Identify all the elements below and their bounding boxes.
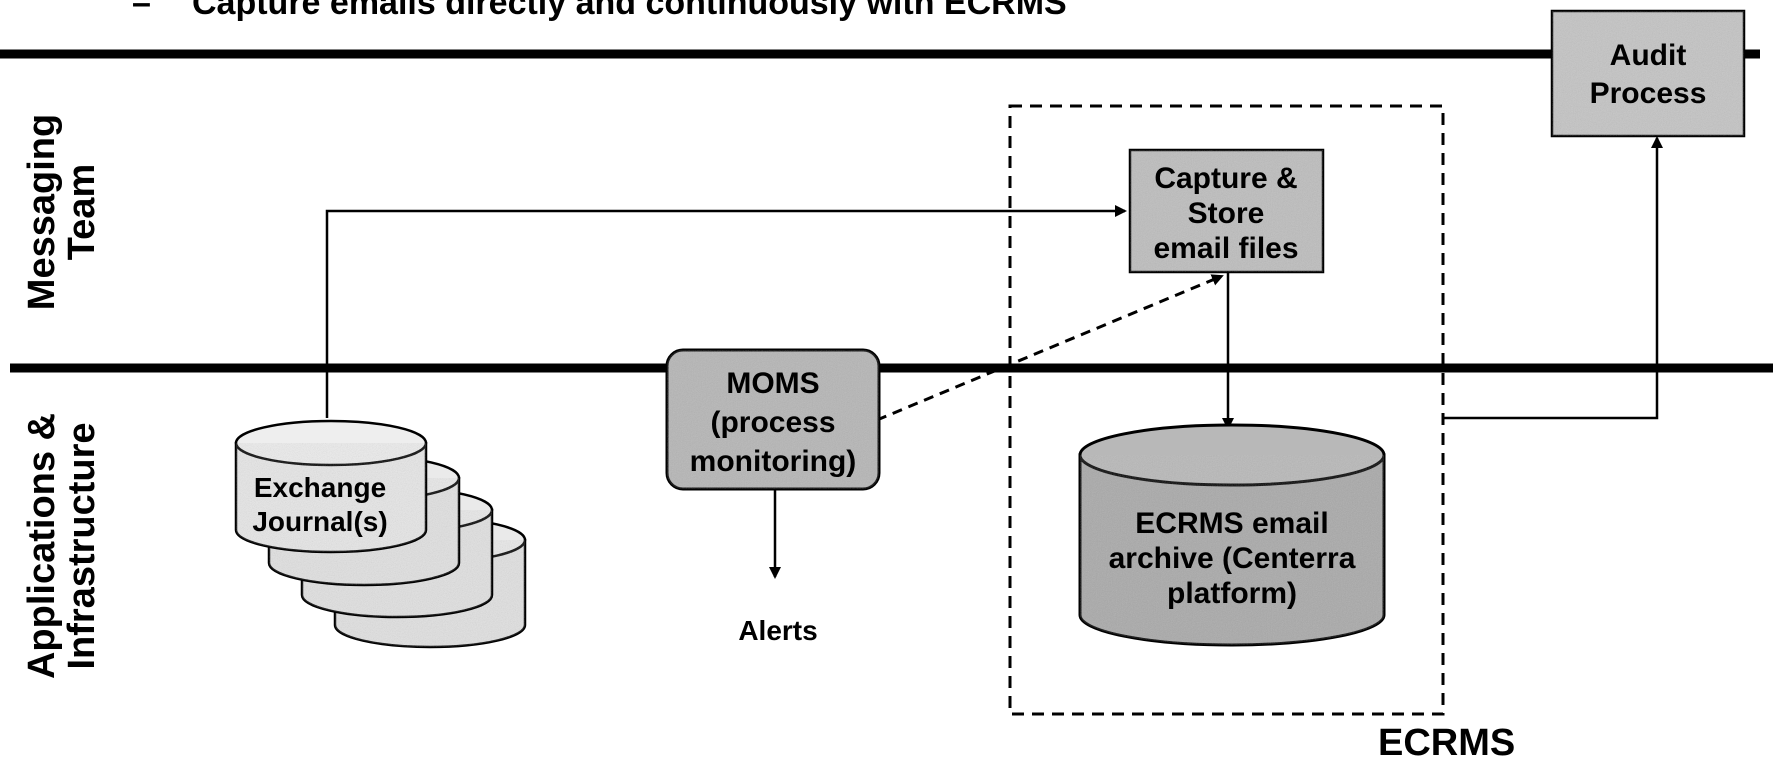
moms-line2: (process xyxy=(710,406,835,439)
moms-line3: monitoring) xyxy=(690,445,857,478)
capture-line1: Capture & xyxy=(1154,162,1297,195)
journal-cylinder-1: Exchange Journal(s) xyxy=(234,419,428,554)
archive-line3: platform) xyxy=(1167,577,1297,610)
ecrms-group-label: ECRMS xyxy=(1378,722,1515,764)
exchange-to-capture-connector xyxy=(325,205,1127,418)
moms-node: MOMS (process monitoring) xyxy=(665,348,881,491)
capture-store-node: Capture & Store email files xyxy=(1128,148,1325,274)
lane-apps-line2: Infrastructure xyxy=(61,422,103,669)
lane-label-applications-infrastructure: Applications & Infrastructure xyxy=(21,413,103,679)
archive-line2: archive (Centerra xyxy=(1109,542,1356,575)
capture-line3: email files xyxy=(1153,232,1298,265)
moms-to-capture-dashed-connector xyxy=(876,274,1224,422)
heading-bullet: – xyxy=(132,0,151,22)
lane-messaging-line2: Team xyxy=(61,164,103,260)
alerts-label: Alerts xyxy=(738,615,817,646)
exchange-journal-stack: Exchange Journal(s) xyxy=(234,419,527,649)
lane-label-messaging-team: Messaging Team xyxy=(21,114,103,310)
capture-line2: Store xyxy=(1188,197,1265,230)
lane-apps-line1: Applications & xyxy=(21,413,63,679)
heading-text: Capture emails directly and continuously… xyxy=(192,0,1067,22)
archive-to-audit-connector xyxy=(1443,136,1663,420)
moms-line1: MOMS xyxy=(726,367,819,400)
exchange-line1: Exchange xyxy=(254,472,386,503)
archive-line1: ECRMS email xyxy=(1135,507,1328,540)
audit-line2: Process xyxy=(1590,77,1707,110)
exchange-line2: Journal(s) xyxy=(252,506,387,537)
ecrms-archive-node: ECRMS email archive (Centerra platform) xyxy=(1078,423,1386,647)
lane-messaging-line1: Messaging xyxy=(21,114,63,310)
audit-line1: Audit xyxy=(1610,39,1687,72)
audit-process-node: Audit Process xyxy=(1550,9,1746,138)
